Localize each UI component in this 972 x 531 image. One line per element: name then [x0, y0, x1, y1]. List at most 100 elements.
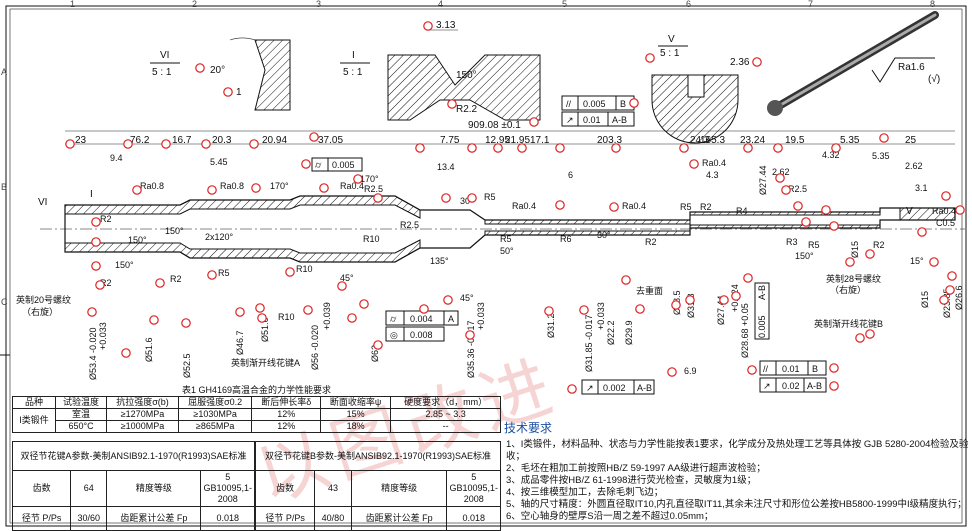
callout-marker: [373, 193, 383, 203]
i-width: 3.13: [436, 20, 456, 31]
dimension-label: 23: [75, 135, 87, 146]
callout-marker: [255, 303, 265, 313]
callout-marker: [309, 132, 319, 142]
dimension-label: 9.4: [110, 153, 123, 163]
callout-marker: [939, 295, 949, 305]
callout-marker: [423, 21, 433, 31]
column-number: 1: [70, 0, 75, 9]
v-dim: 2.36: [730, 57, 750, 68]
callout-marker: [95, 280, 105, 290]
shaft-3d-model: [767, 11, 939, 116]
dimension-label: 203.3: [597, 135, 622, 146]
thread-28-label: 英制28号螺纹: [826, 273, 881, 284]
table-row: 齿数 43 精度等级 5 GB10095,1-2008: [254, 470, 501, 507]
svg-text:+0.033: +0.033: [98, 322, 108, 350]
dimension-label: 4.3: [706, 170, 719, 180]
svg-text:C0.5: C0.5: [936, 218, 955, 228]
svg-text:50°: 50°: [500, 246, 514, 256]
svg-text:Ø53.4 -0.020: Ø53.4 -0.020: [88, 327, 98, 380]
svg-text:(√): (√): [928, 73, 940, 85]
svg-text://: //: [566, 99, 572, 109]
svg-text:Ø27.44: Ø27.44: [716, 295, 726, 325]
svg-text:A: A: [448, 314, 454, 324]
dimension-label: 24.3: [690, 135, 710, 146]
balance-face-label: 去重面: [636, 285, 663, 296]
gdt-frames-middle: ⌭ 0.005 ⌭ 0.004 A ◎ 0.008 ↗ 0.002 A-B //…: [311, 157, 827, 395]
callout-marker: [747, 365, 757, 375]
callout-marker: [149, 315, 159, 325]
svg-text:Ø15: Ø15: [850, 241, 860, 258]
svg-text:Ø22.2: Ø22.2: [606, 320, 616, 345]
svg-text:R2.5: R2.5: [788, 184, 807, 194]
callout-marker: [257, 313, 267, 323]
spline-b-table: 双径节花键B参数-美制ANSIB92.1-1970(R1993)SAE标准 齿数…: [254, 441, 501, 531]
svg-text:R2: R2: [873, 240, 885, 250]
svg-text:R2.5: R2.5: [400, 220, 419, 230]
callout-marker: [929, 257, 939, 267]
note-item: 3、成品零件按HB/Z 61-1998进行荧光检查，灵敏度为1级；: [506, 475, 757, 486]
svg-text:Ø52.5: Ø52.5: [182, 353, 192, 378]
table-row: 650°C ≥1000MPa ≥865MPa 12% 18% --: [13, 420, 501, 433]
svg-text:R10: R10: [363, 234, 380, 244]
svg-text:150°: 150°: [128, 235, 147, 245]
callout-marker: [155, 278, 165, 288]
callout-marker: [347, 313, 357, 323]
callout-marker: [467, 143, 477, 153]
svg-text:0.005: 0.005: [332, 160, 355, 170]
svg-text:Ø56 -0.020: Ø56 -0.020: [310, 325, 320, 370]
callout-marker: [829, 363, 839, 373]
svg-text:170°: 170°: [270, 181, 289, 191]
dimension-label: 12.95: [485, 135, 510, 146]
view-scale: 5 : 1: [152, 67, 172, 78]
svg-text:45°: 45°: [460, 293, 474, 303]
callout-marker: [91, 217, 101, 227]
dimension-label: 5.45: [210, 157, 228, 167]
i-angle: 150°: [456, 70, 477, 81]
callout-marker: [671, 300, 681, 310]
svg-text:R4: R4: [736, 206, 748, 216]
svg-text:Ø46.7: Ø46.7: [235, 330, 245, 355]
callout-marker: [529, 117, 539, 127]
callout-marker: [679, 143, 689, 153]
svg-text:R5: R5: [808, 240, 820, 250]
callout-marker: [353, 174, 363, 184]
callout-marker: [121, 348, 131, 358]
svg-text:150°: 150°: [165, 226, 184, 236]
column-number: 4: [438, 0, 443, 9]
svg-text:170°: 170°: [360, 174, 379, 184]
callout-marker: [235, 307, 245, 317]
svg-text:0.005: 0.005: [583, 99, 606, 109]
callout-marker: [359, 299, 369, 309]
callout-marker: [941, 191, 951, 201]
column-number: 3: [316, 0, 321, 9]
callout-marker: [91, 237, 101, 247]
svg-text:VI: VI: [38, 197, 47, 208]
callout-marker: [773, 143, 783, 153]
svg-text:R5: R5: [484, 192, 496, 202]
callout-marker: [801, 217, 811, 227]
svg-text:R3: R3: [786, 237, 798, 247]
material-properties-table: 表1 GH4169高温合金的力学性能要求 品种 试验温度 抗拉强度σ(b) 屈服…: [12, 385, 501, 433]
table-title: 表1 GH4169高温合金的力学性能要求: [181, 385, 332, 395]
callout-marker: [609, 202, 619, 212]
technical-requirements: 技术要求 1、I类锻件，材料品种、状态与力学性能按表1要求，化学成分及热处理工艺…: [504, 422, 970, 523]
view-scale: 5 : 1: [660, 48, 680, 59]
roughness-value: Ra1.6: [898, 62, 925, 73]
svg-text:B: B: [620, 99, 626, 109]
svg-text:0.02: 0.02: [782, 381, 800, 391]
callout-marker: [829, 221, 839, 231]
detail-view-vi: VI 5 : 1 20° 1: [150, 37, 291, 111]
callout-marker: [132, 185, 142, 195]
callout-marker: [879, 133, 889, 143]
callout-marker: [689, 159, 699, 169]
svg-text:R2.5: R2.5: [364, 184, 383, 194]
callout-marker: [443, 295, 453, 305]
svg-text:135°: 135°: [430, 256, 449, 266]
svg-text:↗: ↗: [566, 115, 574, 125]
svg-text://: //: [763, 364, 769, 374]
dimension-label: 23.24: [740, 135, 765, 146]
table-header-row: 品种 试验温度 抗拉强度σ(b) 屈服强度σ0.2 断后伸长率δ 断面收缩率ψ …: [12, 396, 501, 409]
table-row: 径节 P/Ps 40/80 齿距累计公差 Fp 0.018: [254, 506, 501, 531]
column-number: 2: [192, 0, 197, 9]
svg-text:B: B: [812, 364, 818, 374]
